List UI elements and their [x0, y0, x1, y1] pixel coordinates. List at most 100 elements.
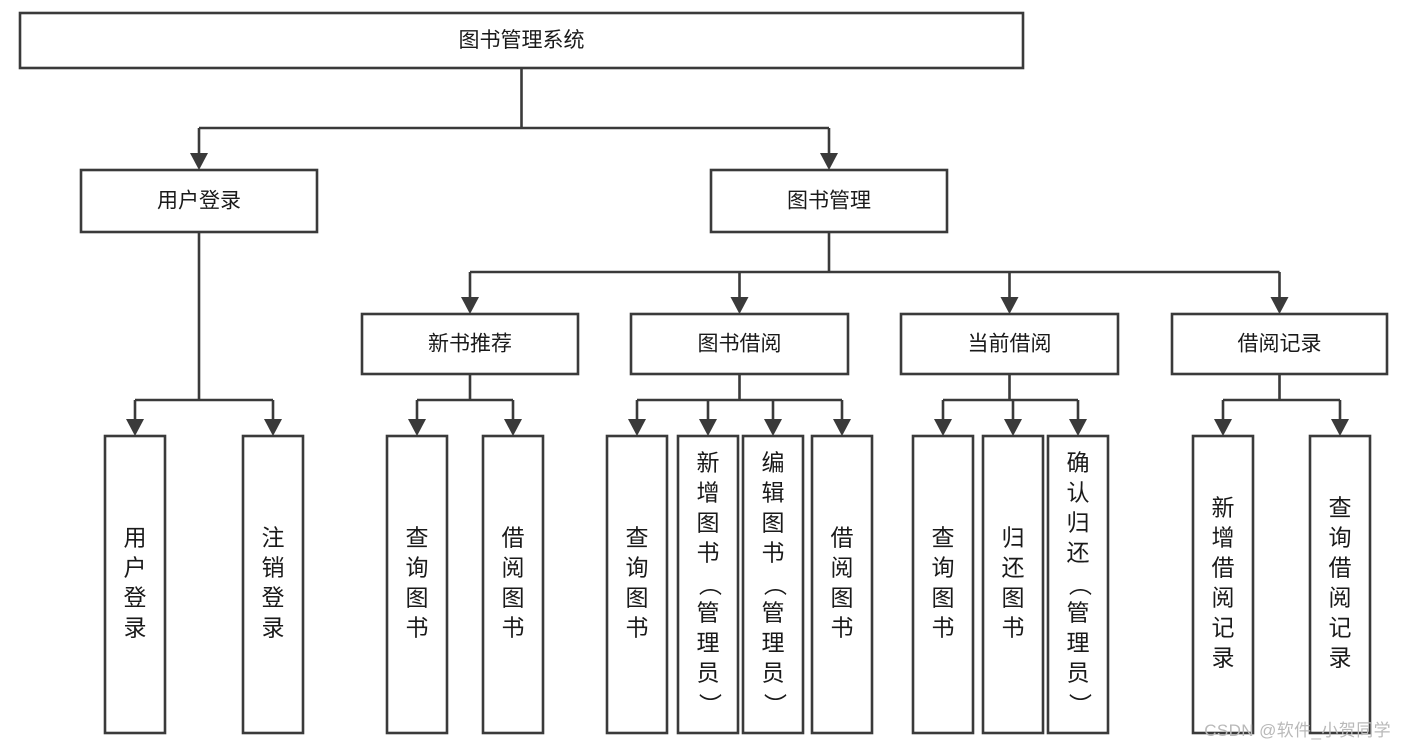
node-box [810, 434, 874, 735]
node-label-char: 查 [406, 525, 429, 551]
node-label-char: 书 [1002, 615, 1025, 641]
node-label-char: 借 [831, 525, 854, 551]
node-box [385, 434, 449, 735]
edge-arrowhead [1004, 419, 1022, 436]
node-label-char: 认 [1067, 480, 1090, 506]
node-borrow[interactable]: 图书借阅 [629, 312, 850, 376]
node-label-char: （ [697, 573, 723, 596]
node-label-char: 阅 [502, 555, 525, 581]
node-label-char: 归 [1002, 525, 1025, 551]
node-label-char: 员 [762, 660, 785, 686]
node-label-char: 图 [831, 585, 854, 611]
node-label-char: 录 [1212, 645, 1235, 671]
node-box [1170, 312, 1389, 376]
node-label-char: 销 [262, 555, 285, 581]
node-label-char: 书 [406, 615, 429, 641]
edge-arrowhead [833, 419, 851, 436]
node-box [605, 434, 669, 735]
node-label-char: 书 [932, 615, 955, 641]
edges-from-root [190, 68, 838, 170]
node-label-char: 阅 [1212, 585, 1235, 611]
node-label-char: 登 [124, 585, 147, 611]
node-label-char: 管 [762, 600, 785, 626]
node-box [1308, 434, 1372, 735]
node-label-char: 新 [1212, 495, 1235, 521]
node-box [79, 168, 319, 234]
edges-from-bookmgmt [461, 232, 1289, 314]
node-label-char: 书 [502, 615, 525, 641]
node-newbook[interactable]: 新书推荐 [360, 312, 580, 376]
edge-arrowhead [628, 419, 646, 436]
node-label-char: 理 [697, 630, 720, 656]
node-layer: 图书管理系统用户登录图书管理新书推荐图书借阅当前借阅借阅记录用户登录注销登录查询… [18, 11, 1389, 735]
node-label-char: 书 [697, 540, 720, 566]
node-label-char: 询 [626, 555, 649, 581]
node-box [629, 312, 850, 376]
edge-arrowhead [934, 419, 952, 436]
node-label: 新书推荐 [428, 333, 512, 356]
node-label-char: 阅 [1329, 585, 1352, 611]
node-label-char: 辑 [762, 480, 785, 506]
node-label-char: 询 [1329, 525, 1352, 551]
node-label-char: 图 [697, 510, 720, 536]
node-box [981, 434, 1045, 735]
node-box [676, 434, 740, 735]
node-label-char: ） [1067, 693, 1093, 716]
node-label-char: 管 [697, 600, 720, 626]
edge-arrowhead [1000, 297, 1019, 314]
node-label-char: 借 [1329, 555, 1352, 581]
node-records[interactable]: 借阅记录 [1170, 312, 1389, 376]
node-current[interactable]: 当前借阅 [899, 312, 1120, 376]
node-label-char: 图 [406, 585, 429, 611]
node-label-char: 归 [1067, 510, 1090, 536]
edge-layer [126, 68, 1349, 436]
edge-arrowhead [1270, 297, 1289, 314]
edges-from-newbook [408, 374, 522, 436]
node-label-char: 编 [762, 450, 785, 476]
node-box [103, 434, 167, 735]
node-label-char: 还 [1067, 540, 1090, 566]
node-label: 当前借阅 [968, 333, 1052, 356]
edge-arrowhead [264, 419, 282, 436]
node-bookmgmt[interactable]: 图书管理 [709, 168, 949, 234]
node-label-char: 录 [1329, 645, 1352, 671]
node-label: 图书借阅 [698, 333, 782, 356]
node-label: 图书管理系统 [459, 29, 585, 52]
edge-arrowhead [190, 153, 208, 170]
node-label-char: 询 [932, 555, 955, 581]
node-label-char: ） [762, 693, 788, 716]
edge-arrowhead [820, 153, 838, 170]
node-label-char: 户 [124, 555, 147, 581]
node-label: 图书管理 [787, 190, 871, 213]
node-root[interactable]: 图书管理系统 [18, 11, 1025, 70]
node-label-char: 书 [762, 540, 785, 566]
node-box [18, 11, 1025, 70]
node-label-char: 书 [626, 615, 649, 641]
edge-arrowhead [126, 419, 144, 436]
node-label-char: 员 [697, 660, 720, 686]
node-label-char: 理 [1067, 630, 1090, 656]
node-login[interactable]: 用户登录 [79, 168, 319, 234]
node-label-char: 记 [1329, 615, 1352, 641]
edge-arrowhead [461, 297, 479, 314]
edge-arrowhead [1214, 419, 1232, 436]
node-box [899, 312, 1120, 376]
edge-arrowhead [408, 419, 426, 436]
node-label-char: 图 [1002, 585, 1025, 611]
node-leaf-user-login[interactable]: 用户登录 [103, 434, 167, 735]
edge-arrowhead [699, 419, 717, 436]
node-box [741, 434, 805, 735]
